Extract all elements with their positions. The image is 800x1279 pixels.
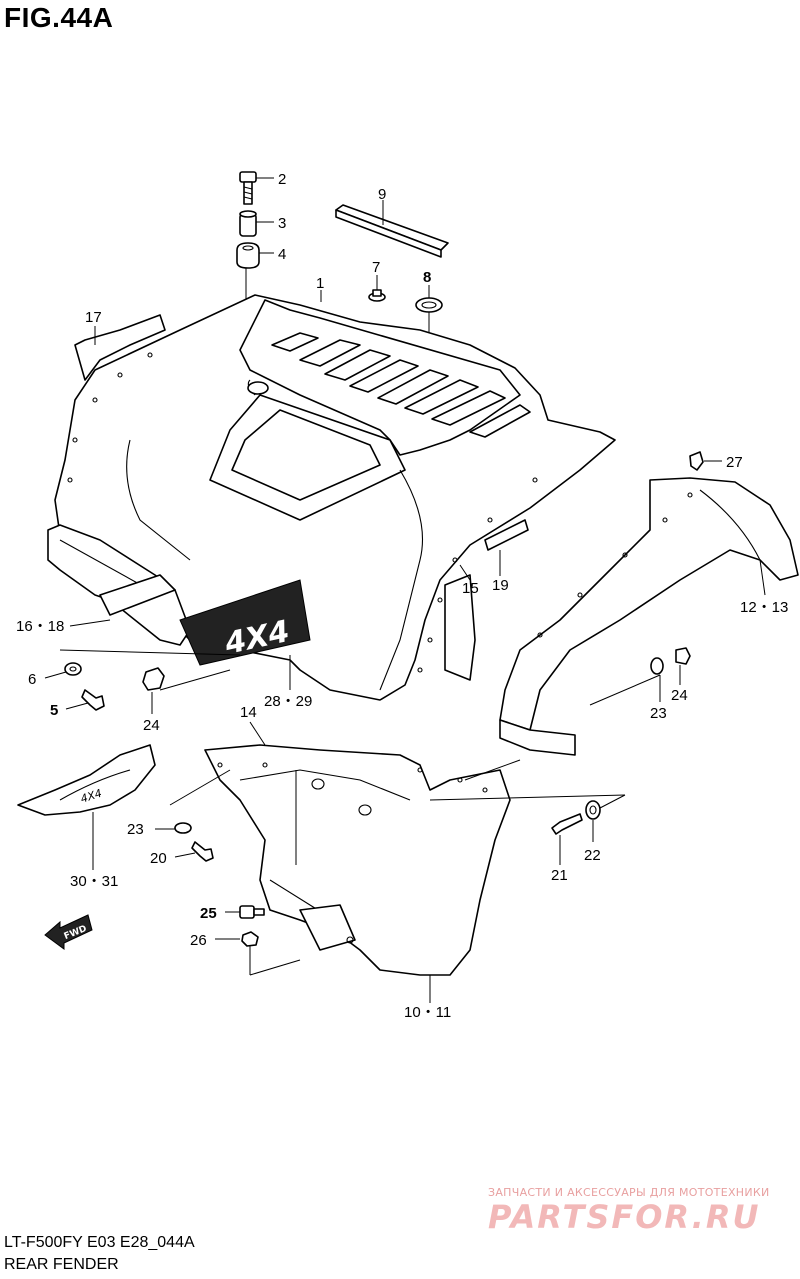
callout-23-lower: 23 [127,821,144,838]
callout-20: 20 [150,850,167,867]
grommet-part-8 [415,297,443,313]
callout-5: 5 [50,702,58,719]
callout-17: 17 [85,309,102,326]
decal-part-28-29: 4X4 [179,579,311,666]
callout-27: 27 [726,454,743,471]
callout-22: 22 [584,847,601,864]
washer-part-23-lower [174,822,192,834]
rear-fender-body-part-1 [54,294,616,701]
washer-part-22 [585,800,601,820]
callout-3: 3 [278,215,286,232]
figure-title: FIG.44A [4,2,114,33]
callout-12-13: 12・13 [740,599,788,616]
watermark-tagline: ЗАПЧАСТИ И АКСЕССУАРЫ ДЛЯ МОТОТЕХНИКИ [488,1186,770,1199]
callout-19: 19 [492,577,509,594]
callout-4: 4 [278,246,286,263]
clip-part-27 [689,451,704,471]
washer-part-23-right [650,657,664,675]
callout-6: 6 [28,671,36,688]
callout-7: 7 [372,259,380,276]
leader-lines [44,177,766,1003]
callout-labels: 2 3 4 9 1 7 8 17 27 12・13 19 15 16・18 6 … [16,171,788,1021]
cushion-part-4 [236,242,260,269]
callout-24-left: 24 [143,717,160,734]
watermark-brand-logo: PARTSFOR.RU [488,1198,761,1236]
mud-flap-part-10-11 [204,744,511,976]
nut-part-24-right [675,647,691,665]
bolt-part-21 [551,813,583,835]
nut-part-24-left [142,667,165,691]
foam-bar-part-9 [335,204,449,258]
callout-30-31: 30・31 [70,873,118,890]
callout-26: 26 [190,932,207,949]
screw-part-20 [191,841,214,862]
bolt-part-2 [239,171,257,205]
bolt-part-25 [239,905,265,919]
callout-9: 9 [378,186,386,203]
mud-guard-part-16-18 [47,524,191,646]
forward-direction-arrow-icon: FWD [44,914,93,950]
callout-24-right: 24 [671,687,688,704]
bolt-part-5 [81,689,105,711]
fender-flare-part-12-13 [499,477,799,756]
callout-14: 14 [240,704,257,721]
callout-16-18: 16・18 [16,618,64,635]
nut-part-26 [241,931,259,947]
callout-1: 1 [316,275,324,292]
panel-part-15 [444,574,476,681]
collar-part-3 [239,210,257,237]
step-plate-part-30-31: 4X4 [17,744,156,816]
trim-part-19 [484,519,529,551]
callout-10-11: 10・11 [404,1004,451,1021]
callout-8: 8 [423,269,431,286]
callout-15: 15 [462,580,479,597]
figure-code: LT-F500FY E03 E28_044A [4,1234,195,1251]
figure-name: REAR FENDER [4,1256,119,1273]
callout-21: 21 [551,867,568,884]
grommet-part-7 [368,289,386,302]
callout-25: 25 [200,905,217,922]
callout-28-29: 28・29 [264,693,312,710]
seal-part-17 [74,314,166,381]
callout-23-right: 23 [650,705,667,722]
callout-2: 2 [278,171,286,188]
plate-emblem-text: 4X4 [79,787,104,806]
washer-part-6 [64,662,82,676]
